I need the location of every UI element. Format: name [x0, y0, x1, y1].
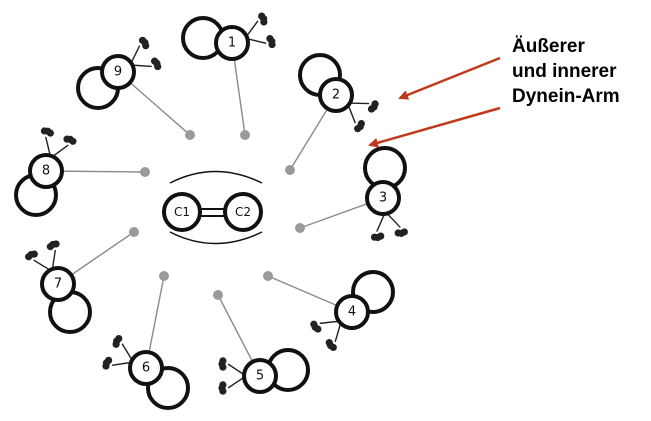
dynein-arms	[24, 12, 408, 395]
radial-spoke-head	[295, 223, 305, 233]
dynein-arm-head	[52, 240, 60, 248]
doublet-label: 9	[114, 65, 122, 80]
dynein-arm-head	[154, 62, 162, 71]
dynein-arm-head	[260, 18, 268, 26]
doublet-label: 5	[256, 369, 264, 384]
dynein-arm-head	[46, 129, 54, 137]
doublet-label: 4	[348, 305, 356, 320]
central-pair: C1 C2	[162, 170, 263, 245]
dynein-arm-head	[219, 357, 227, 365]
dynein-arm-head	[325, 339, 333, 347]
doublet-a-tubule	[318, 77, 354, 113]
doublet-label: 8	[42, 164, 50, 179]
dynein-arm-head	[370, 233, 379, 241]
arrow-outer-arm	[398, 56, 501, 100]
doublet-a-tubule	[365, 180, 401, 216]
annotation-line-2: und innerer	[512, 61, 617, 82]
annotation-arrows	[368, 56, 501, 148]
central-label: C2	[235, 205, 251, 219]
radial-spoke-head	[263, 271, 273, 281]
doublet-a-tubule	[242, 358, 278, 394]
dynein-arm-head	[268, 40, 276, 49]
central-label: C1	[174, 205, 190, 219]
dynein-arm-head	[115, 334, 123, 343]
dynein-arm-head	[30, 250, 38, 258]
central-microtubule	[162, 192, 202, 232]
dynein-arm-head	[394, 229, 402, 237]
radial-spoke-head	[140, 167, 150, 177]
dynein-arm-head	[354, 125, 362, 133]
radial-spoke-head	[129, 227, 139, 237]
radial-spoke-head	[185, 130, 195, 140]
doublet-a-tubule	[334, 294, 370, 330]
dynein-arm-head	[219, 381, 227, 389]
doublet-a-tubule	[128, 350, 164, 386]
doublet-a-tubule	[28, 153, 64, 189]
dynein-arm-head	[367, 105, 376, 113]
radial-spoke-head	[213, 290, 223, 300]
doublet-label: 2	[332, 88, 340, 103]
radial-spoke-head	[240, 130, 250, 140]
radial-spoke-head	[159, 271, 169, 281]
doublet-label: 7	[54, 277, 62, 292]
central-sheath-top	[169, 170, 263, 184]
radial-spoke-head	[285, 165, 295, 175]
outer-doublets: 1 2 3 4 5 6 7 8 9	[14, 16, 407, 410]
central-microtubule	[223, 192, 263, 232]
doublet-label: 3	[379, 191, 387, 206]
doublet-label: 6	[142, 361, 150, 376]
dynein-arm-head	[69, 137, 77, 145]
dynein-arm-head	[105, 356, 113, 364]
doublet-label: 1	[228, 36, 236, 51]
doublet-a-tubule	[214, 25, 250, 61]
doublet-a-tubule	[100, 54, 136, 90]
annotation-line-3: Dynein-Arm	[512, 86, 620, 107]
annotation-line-1: Äußerer	[512, 36, 585, 57]
dynein-arm-head	[142, 42, 150, 50]
arrow-inner-arm	[368, 106, 501, 148]
dynein-arm-head	[310, 320, 318, 328]
central-sheath-bottom	[169, 231, 263, 245]
doublet-a-tubule	[40, 266, 76, 302]
dynein-arm-annotation: Äußerer und innerer Dynein-Arm	[512, 34, 650, 109]
